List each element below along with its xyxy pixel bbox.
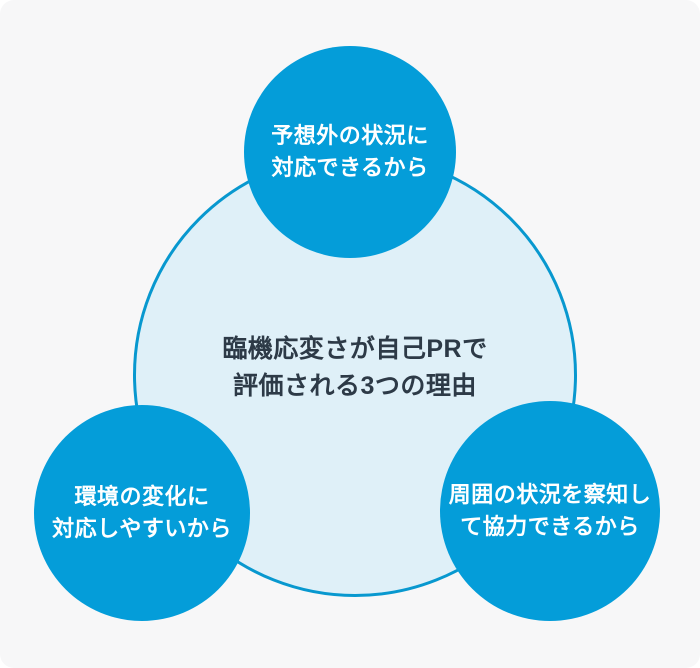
- diagram-title: 臨機応変さが自己PRで 評価される3つの理由: [222, 331, 487, 405]
- reason-bottom-left-line2: 対応しやすいから: [52, 516, 232, 541]
- reason-bottom-right-line1: 周囲の状況を察知し: [448, 482, 652, 507]
- reason-top-line1: 予想外の状況に: [271, 123, 429, 148]
- reason-bottom-right-line2: て協力できるから: [460, 514, 640, 539]
- diagram-title-line2: 評価される3つの理由: [233, 372, 477, 400]
- reason-circle-top: 予想外の状況に 対応できるから: [244, 46, 456, 258]
- reason-bottom-right-label: 周囲の状況を察知し て協力できるから: [449, 479, 652, 543]
- reason-bottom-left-label: 環境の変化に 対応しやすいから: [52, 481, 232, 545]
- reason-top-label: 予想外の状況に 対応できるから: [271, 120, 429, 184]
- reason-top-line2: 対応できるから: [271, 155, 429, 180]
- diagram-title-line1: 臨機応変さが自己PRで: [222, 335, 488, 363]
- reason-circle-bottom-right: 周囲の状況を察知し て協力できるから: [440, 401, 660, 621]
- reason-circle-bottom-left: 環境の変化に 対応しやすいから: [34, 405, 250, 621]
- reason-bottom-left-line1: 環境の変化に: [74, 484, 210, 509]
